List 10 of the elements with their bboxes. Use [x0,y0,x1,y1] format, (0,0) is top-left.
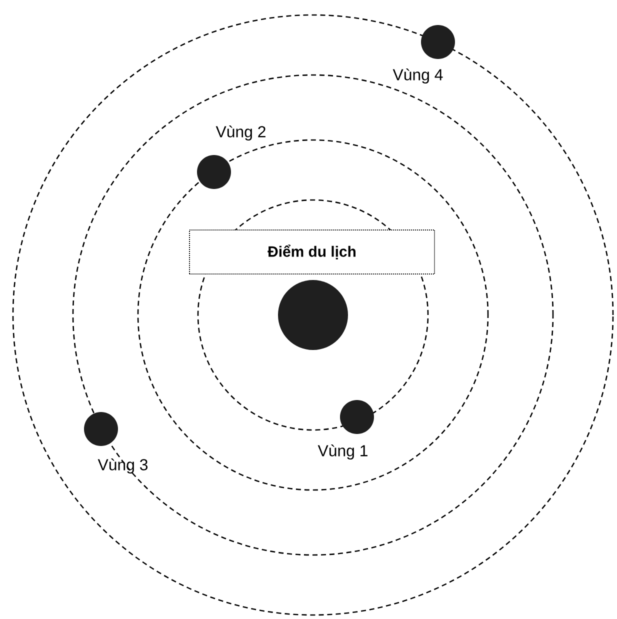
zone-label: Vùng 2 [216,125,266,141]
zone-dot [197,155,231,189]
zone-dot [340,400,374,434]
center-dot [278,280,348,350]
zone-dot [84,412,118,446]
label-box: Điểm du lịch [189,230,435,274]
zone-dot [421,25,455,59]
zone-label: Vùng 4 [392,68,443,84]
zone-label: Vùng 1 [318,444,368,460]
zone-label: Vùng 3 [98,458,148,474]
